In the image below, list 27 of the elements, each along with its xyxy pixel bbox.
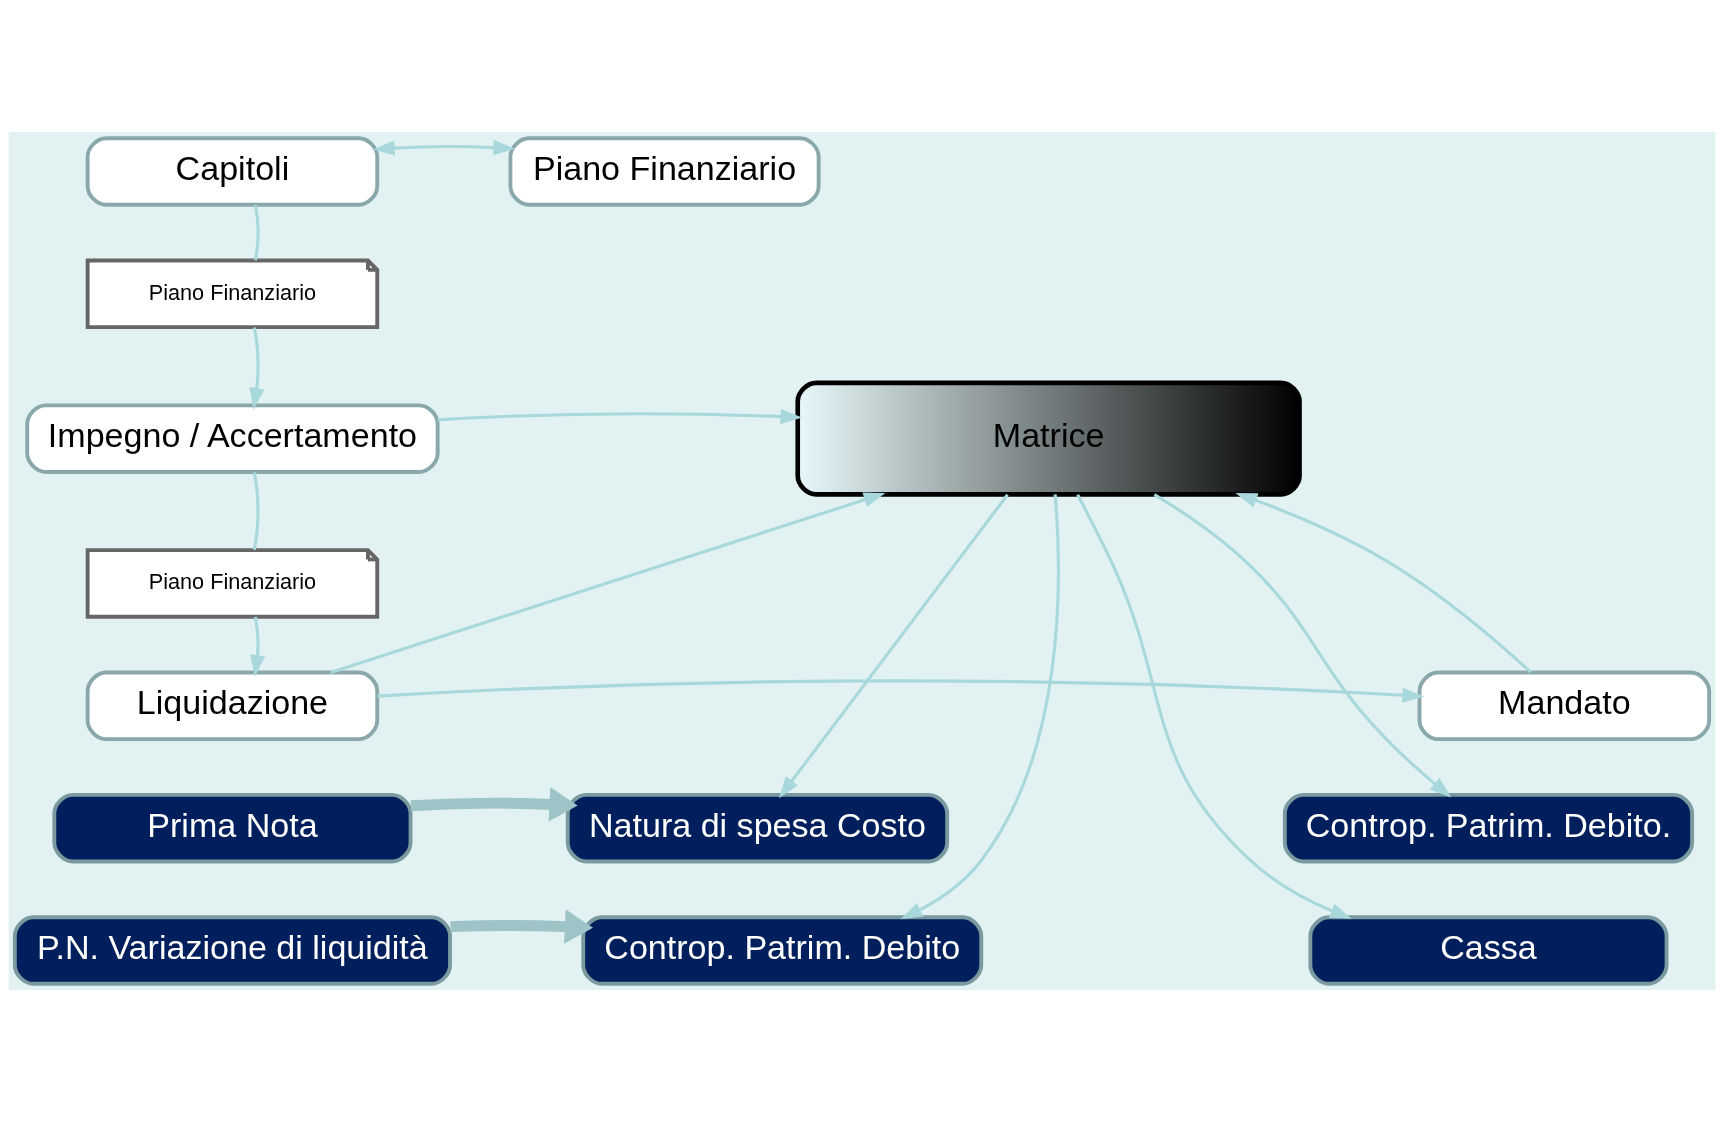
- node-box: Prima Nota: [52, 792, 413, 863]
- node-box: Cassa: [1308, 914, 1669, 986]
- arrow: [330, 491, 886, 674]
- arrow: [1153, 492, 1452, 798]
- arrow: [250, 616, 266, 677]
- arrow: [778, 493, 1009, 798]
- node-box: Capitoli: [85, 135, 380, 207]
- node-box: Controp. Patrim. Debito.: [1282, 792, 1695, 863]
- node-box: P.N. Variazione di liquidità: [12, 914, 452, 986]
- connector: [252, 471, 260, 550]
- node-box: Impegno / Accertamento: [25, 402, 440, 474]
- node-box: Mandato: [1417, 670, 1712, 741]
- arrow: [1076, 493, 1352, 919]
- arrow: [437, 408, 803, 424]
- node-box: Piano Finanziario: [508, 135, 821, 207]
- arrow: [1235, 492, 1532, 673]
- arrow: [450, 908, 593, 944]
- arrow: [372, 139, 516, 156]
- arrow: [900, 493, 1060, 919]
- arrow: [377, 678, 1425, 703]
- node-box: Liquidazione: [85, 670, 380, 741]
- connector: [253, 204, 260, 261]
- node-box: Controp. Patrim. Debito: [581, 914, 984, 986]
- arrow: [249, 326, 265, 410]
- node-box: Matrice: [795, 380, 1302, 497]
- node-box: Natura di spesa Costo: [565, 792, 950, 863]
- arrow: [410, 786, 578, 821]
